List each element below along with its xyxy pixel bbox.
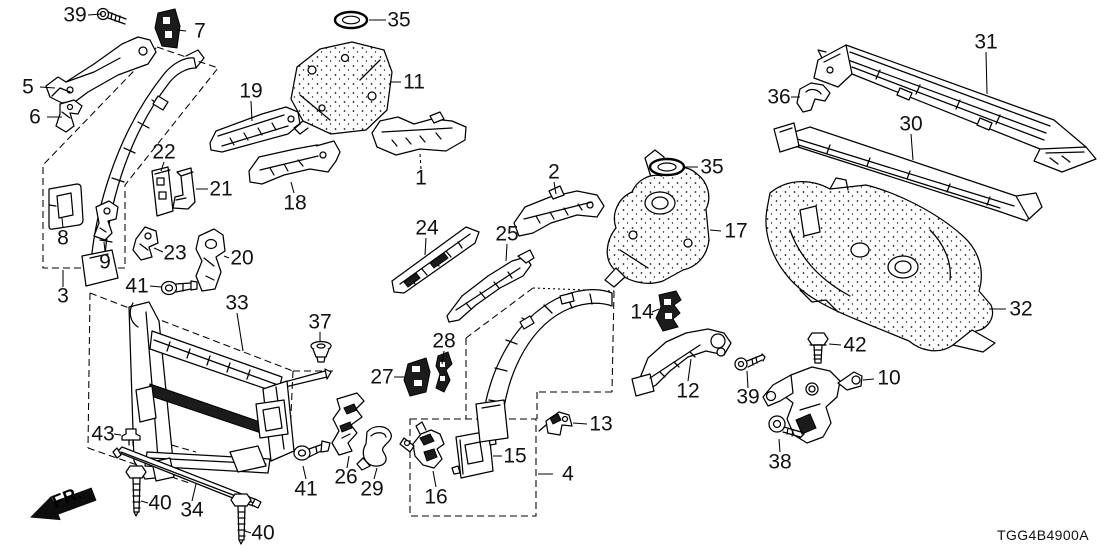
callout-36[interactable]: 36: [767, 85, 791, 109]
callout-33[interactable]: 33: [225, 291, 249, 315]
part-16-bracket: [399, 421, 445, 469]
part-7-bracket: [154, 8, 181, 49]
part-13-bracket: [538, 411, 573, 436]
callout-35-b[interactable]: 35: [700, 155, 724, 179]
part-17-cowl-side: [604, 149, 710, 288]
callout-9[interactable]: 9: [99, 250, 111, 274]
part-20-bracket: [195, 228, 226, 292]
part-10-mount-bracket: [762, 366, 863, 444]
part-32-dashboard-lower: [765, 177, 996, 353]
part-24-rail: [391, 226, 480, 294]
callout-41-b[interactable]: 41: [294, 477, 318, 501]
callout-1[interactable]: 1: [415, 166, 427, 190]
callout-11[interactable]: 11: [403, 70, 425, 94]
callout-32[interactable]: 32: [1009, 297, 1033, 321]
part-wheelhouse-arch-center: [475, 289, 613, 443]
callout-19[interactable]: 19: [239, 79, 263, 103]
part-11-gusset: [290, 41, 393, 135]
part-12-frame-member: [631, 328, 732, 397]
callout-38[interactable]: 38: [768, 450, 792, 474]
part-14-bracket: [655, 290, 682, 332]
callout-41-a[interactable]: 41: [125, 274, 149, 298]
callout-31[interactable]: 31: [974, 30, 998, 54]
part-37-clip: [310, 340, 332, 363]
fr-direction-arrow: [30, 487, 97, 521]
part-1-rail: [371, 111, 467, 156]
callout-21[interactable]: 21: [209, 177, 233, 201]
callout-7[interactable]: 7: [194, 19, 206, 43]
part-35-grommet-middle: [648, 157, 686, 177]
part-5-upper-bracket: [45, 36, 157, 104]
part-36-bracket: [796, 82, 831, 113]
callout-39-b[interactable]: 39: [736, 385, 760, 409]
leader-lines: [39, 13, 1006, 534]
part-34-stay-bar: [112, 446, 262, 509]
callout-39-a[interactable]: 39: [63, 3, 87, 27]
callout-5[interactable]: 5: [22, 75, 34, 99]
callout-22[interactable]: 22: [152, 140, 176, 164]
callout-27[interactable]: 27: [370, 365, 394, 389]
part-40-bolt-right: [230, 493, 252, 545]
part-31-cowl-top: [813, 44, 1097, 173]
part-40-bolt-left: [125, 465, 147, 517]
part-39-bolt-bottom: [734, 353, 766, 371]
callout-18[interactable]: 18: [283, 191, 307, 215]
callout-16[interactable]: 16: [424, 485, 448, 509]
callout-13[interactable]: 13: [589, 412, 613, 436]
callout-20[interactable]: 20: [230, 246, 254, 270]
part-18-rail: [248, 140, 341, 185]
part-26-bracket: [331, 392, 365, 456]
callout-2[interactable]: 2: [548, 160, 560, 184]
part-35-grommet-top: [333, 10, 369, 30]
callout-40-b[interactable]: 40: [251, 521, 275, 545]
part-28-strip: [435, 351, 453, 393]
callout-26[interactable]: 26: [334, 465, 358, 489]
callout-4[interactable]: 4: [562, 462, 574, 486]
part-33-radiator-support: [128, 301, 332, 482]
part-21-bracket: [172, 167, 196, 210]
part-43-clip: [121, 428, 141, 446]
callout-25[interactable]: 25: [495, 222, 519, 246]
callout-34[interactable]: 34: [180, 498, 204, 522]
callout-40-a[interactable]: 40: [148, 491, 172, 515]
part-8-plate: [48, 183, 84, 230]
callout-30[interactable]: 30: [899, 112, 923, 136]
part-9-bracket: [93, 200, 119, 241]
callout-3[interactable]: 3: [57, 284, 69, 308]
callout-8[interactable]: 8: [57, 226, 69, 250]
part-25-rail: [446, 249, 535, 323]
part-2-rail: [513, 185, 605, 237]
part-41-sensor-bolt-top: [160, 280, 198, 296]
part-27-plate: [403, 357, 431, 397]
part-38-bolt: [768, 415, 805, 439]
callout-43[interactable]: 43: [91, 422, 115, 446]
callout-14[interactable]: 14: [630, 300, 654, 324]
part-29-clamp: [356, 426, 392, 471]
part-39-bolt-top: [96, 7, 127, 25]
callout-42[interactable]: 42: [843, 333, 867, 357]
diagram-code: TGG4B4900A: [997, 527, 1089, 543]
callout-10[interactable]: 10: [877, 366, 901, 390]
part-42-bolt: [807, 332, 829, 364]
part-6-bracket: [55, 99, 83, 133]
part-22-plate: [151, 166, 174, 217]
part-19-rail: [209, 106, 301, 153]
callout-24[interactable]: 24: [415, 216, 439, 240]
callout-37[interactable]: 37: [308, 310, 332, 334]
part-15-plate: [451, 430, 497, 479]
callout-15[interactable]: 15: [503, 444, 527, 468]
callout-29[interactable]: 29: [360, 477, 384, 501]
part-23-bracket: [132, 226, 159, 261]
callout-12[interactable]: 12: [676, 379, 700, 403]
callout-6[interactable]: 6: [29, 105, 41, 129]
callout-28[interactable]: 28: [432, 329, 456, 353]
part-wheelhouse-arch-left: [81, 49, 205, 287]
callout-23[interactable]: 23: [163, 241, 187, 265]
callout-17[interactable]: 17: [724, 219, 748, 243]
part-30-cowl-lower: [773, 122, 1043, 222]
callout-35-a[interactable]: 35: [387, 8, 411, 32]
part-41-sensor-bolt-bottom: [293, 440, 331, 461]
